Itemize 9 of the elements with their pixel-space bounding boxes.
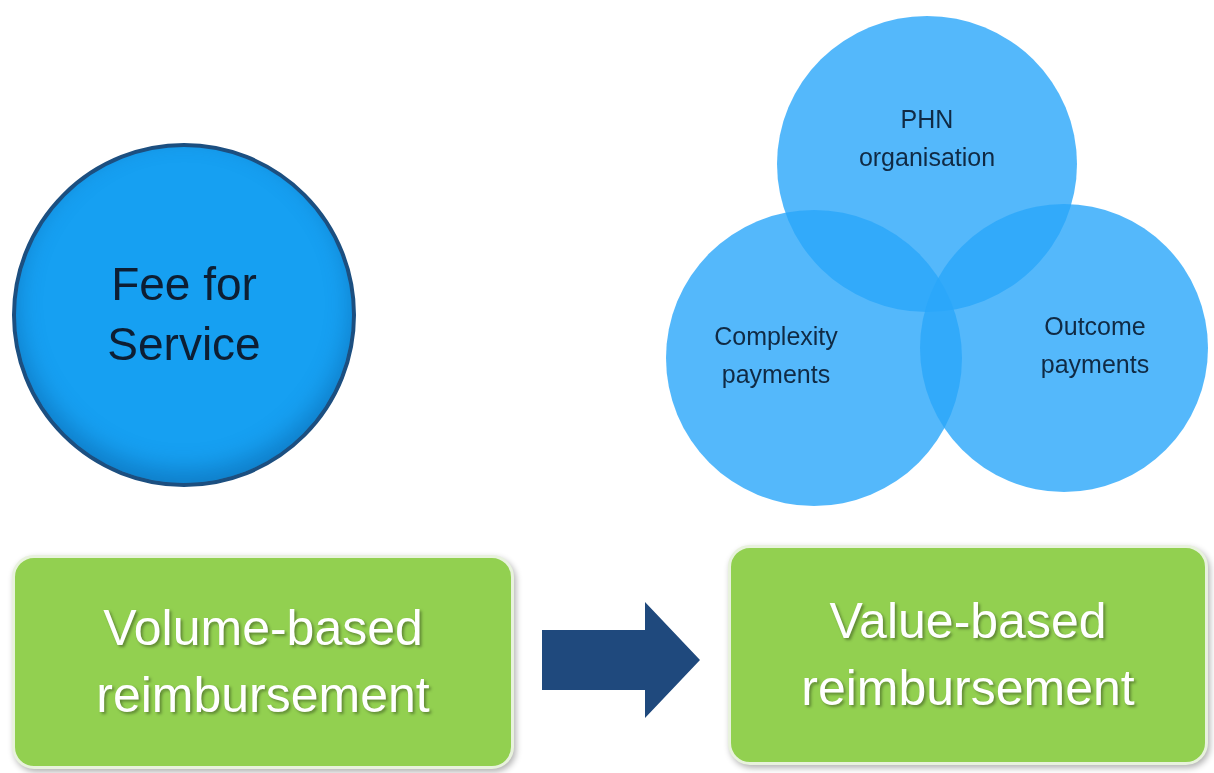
node-label: PHN organisation xyxy=(857,104,997,173)
process-box xyxy=(12,555,514,769)
node-label: Fee for Service xyxy=(106,257,262,372)
node-label: Value-based reimbursement xyxy=(800,591,1136,718)
block-arrow xyxy=(542,602,700,718)
node-label: Outcome payments xyxy=(1039,311,1151,380)
node-label: Complexity payments xyxy=(713,321,839,390)
process-box xyxy=(728,545,1208,765)
node-label: Volume-based reimbursement xyxy=(95,598,431,725)
